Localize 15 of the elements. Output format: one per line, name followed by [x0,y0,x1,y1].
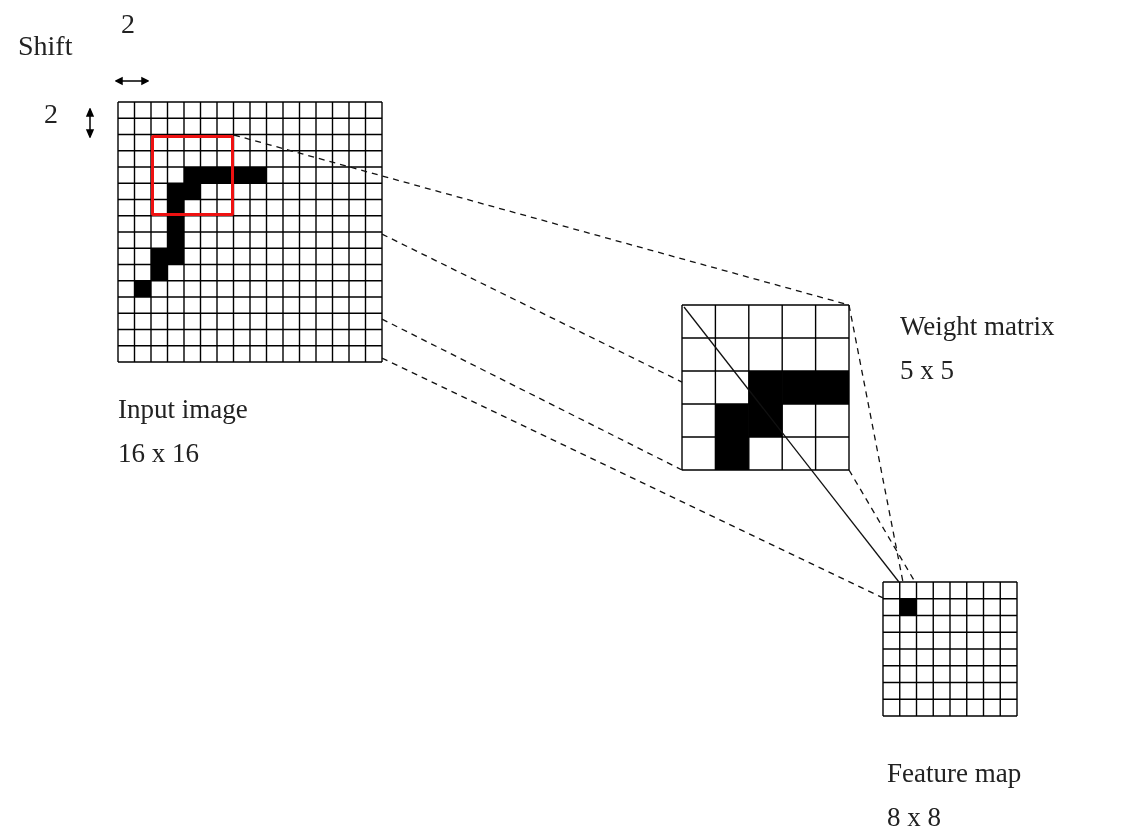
grid-title: Feature map [887,758,1022,788]
grid-title: Weight matrix [900,311,1055,341]
projection-line [848,304,904,583]
shift-amount: 2 [121,8,135,40]
grid-size: 5 x 5 [900,355,955,385]
projection-line [381,318,683,471]
projection-line [381,357,884,599]
grid-size: 16 x 16 [118,438,200,468]
sliding-window-frame [151,135,234,216]
shift-label: Shift [18,30,73,62]
grid-size: 8 x 8 [887,802,942,828]
projection-line [381,233,683,383]
connector-line [683,306,900,583]
shift-amount: 2 [44,98,58,130]
grid-title: Input image [118,394,248,424]
